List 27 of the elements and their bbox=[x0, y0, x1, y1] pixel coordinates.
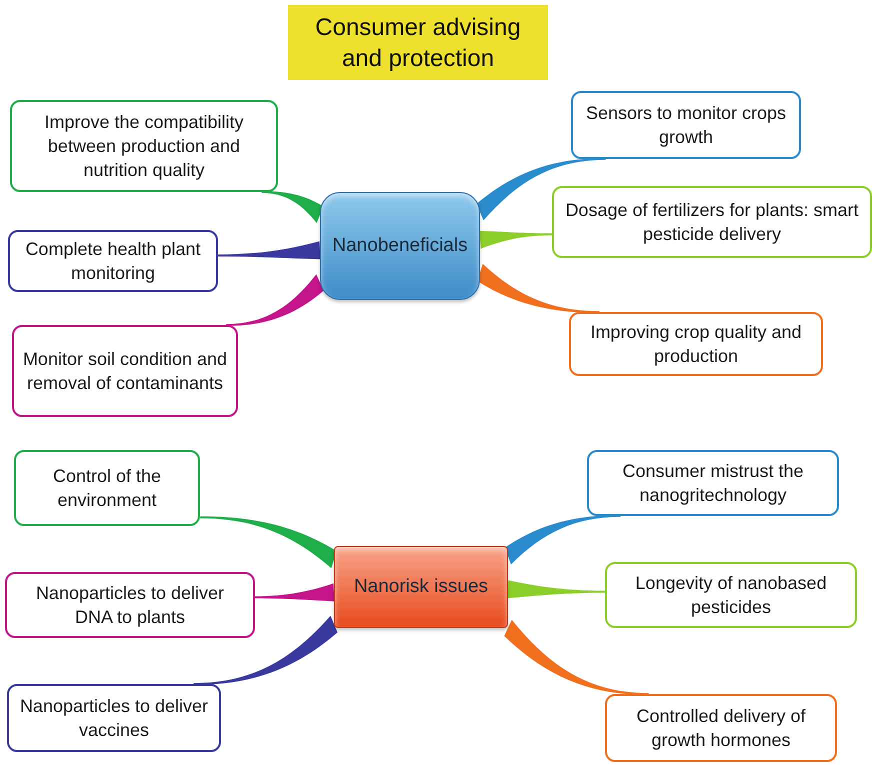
branch-connector bbox=[226, 274, 324, 326]
branch-connector bbox=[193, 616, 338, 685]
subtopic-box: Complete health plant monitoring bbox=[8, 230, 218, 292]
subtopic-box: Sensors to monitor crops growth bbox=[571, 91, 801, 159]
title-banner: Consumer advising and protection bbox=[288, 5, 548, 80]
branch-connector bbox=[476, 158, 606, 220]
subtopic-box: Longevity of nanobased pesticides bbox=[605, 562, 857, 628]
subtopic-box: Control of the environment bbox=[14, 450, 200, 526]
branch-connector bbox=[508, 580, 605, 598]
branch-connector bbox=[200, 516, 337, 568]
subtopic-box: Improving crop quality and production bbox=[569, 312, 823, 376]
branch-connector bbox=[218, 241, 320, 260]
subtopic-box: Nanoparticles to deliver DNA to plants bbox=[5, 572, 255, 638]
subtopic-box: Monitor soil condition and removal of contaminants bbox=[12, 325, 238, 417]
subtopic-box: Dosage of fertilizers for plants: smart pesticide delivery bbox=[552, 186, 872, 258]
branch-connector bbox=[477, 264, 600, 313]
subtopic-box: Controlled delivery of growth hormones bbox=[605, 694, 837, 762]
subtopic-box: Improve the compatibility between production and nutrition quality bbox=[10, 100, 278, 192]
branch-connector bbox=[505, 515, 621, 564]
topic-box: Nanorisk issues bbox=[334, 546, 508, 628]
branch-connector bbox=[504, 620, 650, 695]
subtopic-box: Consumer mistrust the nanogritechnology bbox=[587, 450, 839, 516]
branch-connector bbox=[261, 191, 324, 224]
branch-connector bbox=[479, 230, 552, 249]
subtopic-box: Nanoparticles to deliver vaccines bbox=[7, 684, 221, 752]
topic-box: Nanobeneficials bbox=[320, 192, 480, 300]
branch-connector bbox=[254, 583, 335, 602]
